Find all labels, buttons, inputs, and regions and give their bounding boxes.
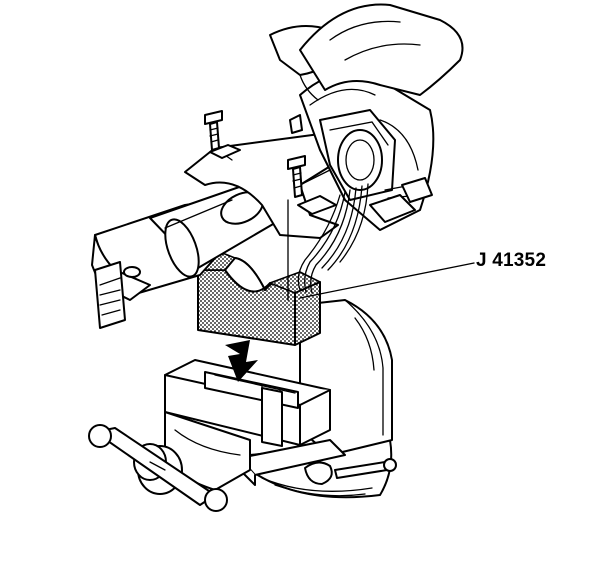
mounting-bolt-right <box>287 155 337 215</box>
bench-vise <box>164 299 397 491</box>
switch-housing <box>289 71 435 231</box>
callout-leader <box>299 262 475 299</box>
vise-screw-handle <box>88 424 228 512</box>
column-mounting-bracket <box>184 110 351 301</box>
wiring-harness <box>297 177 433 294</box>
protective-cover <box>269 3 464 101</box>
tool-number-label: J 41352 <box>476 250 547 271</box>
mounting-bolt-left <box>204 110 241 159</box>
